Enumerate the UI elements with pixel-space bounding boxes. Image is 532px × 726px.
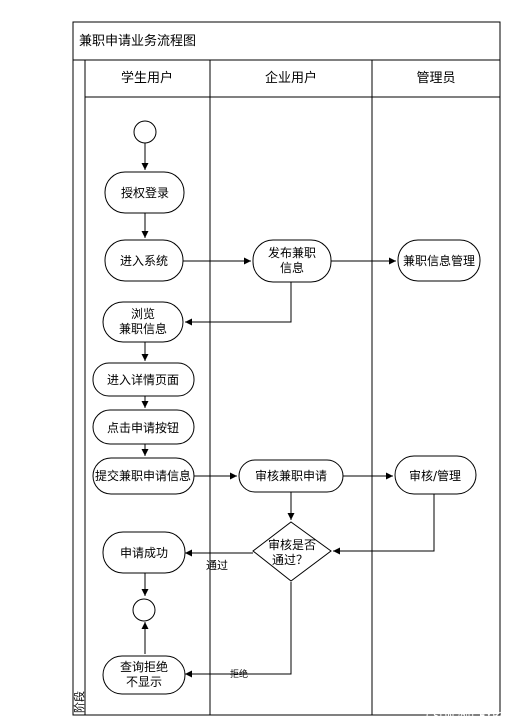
node-apply-success-label: 申请成功: [120, 546, 168, 560]
node-apply-success: [102, 531, 186, 574]
node-publish-job-label-1: 发布兼职: [268, 245, 316, 260]
edge-label-reject: 拒绝: [230, 668, 248, 680]
node-job-info-manage: [397, 239, 481, 282]
node-browse-jobs-label-2: 兼职信息: [119, 321, 167, 336]
edge-decision-to-reject: [185, 582, 292, 678]
node-publish-job: [252, 239, 332, 283]
node-publish-job-label-2: 信息: [280, 260, 304, 275]
node-enter-detail: [92, 362, 195, 397]
node-auth-login-label: 授权登录: [121, 185, 169, 200]
lane-header-admin: 管理员: [416, 71, 455, 86]
node-enter-system: [104, 239, 184, 282]
node-submit-apply-label: 提交兼职申请信息: [95, 468, 191, 483]
lane-header-student: 学生用户: [121, 70, 173, 86]
node-query-reject: [102, 655, 186, 695]
node-query-reject-label-2: 不显示: [126, 675, 162, 689]
node-browse-jobs: [102, 301, 184, 343]
node-submit-apply: [92, 457, 195, 495]
diagram-title: 兼职申请业务流程图: [79, 33, 196, 49]
node-browse-jobs-label-1: 浏览: [131, 306, 155, 321]
flow-edges: [141, 143, 435, 678]
edge-adminreview-to-decision: [333, 494, 435, 555]
node-admin-review: [394, 455, 477, 495]
edge-label-pass: 通过: [206, 559, 228, 572]
node-query-reject-label-1: 查询拒绝: [120, 659, 168, 674]
node-auth-login: [104, 171, 185, 214]
node-review-decision-label-2: 通过？: [272, 553, 308, 567]
start-node: [133, 120, 157, 144]
node-review-apply: [238, 459, 344, 493]
edge-publish-to-browse: [185, 282, 292, 326]
end-node: [132, 598, 156, 622]
node-enter-system-label: 进入系统: [120, 254, 168, 268]
node-click-apply-label: 点击申请按钮: [107, 420, 179, 435]
node-review-apply-label: 审核兼职申请: [255, 468, 327, 483]
node-admin-review-label: 审核/管理: [409, 468, 461, 483]
node-review-decision: [252, 521, 332, 582]
node-review-decision-label-1: 审核是否: [268, 537, 316, 552]
node-click-apply: [92, 409, 195, 445]
stage-label: 阶段: [72, 691, 86, 713]
lane-header-company: 企业用户: [265, 70, 317, 86]
node-enter-detail-label: 进入详情页面: [107, 372, 179, 387]
watermark: CSDN @u_EXP10088: [426, 711, 530, 722]
node-job-info-manage-label: 兼职信息管理: [403, 253, 475, 268]
